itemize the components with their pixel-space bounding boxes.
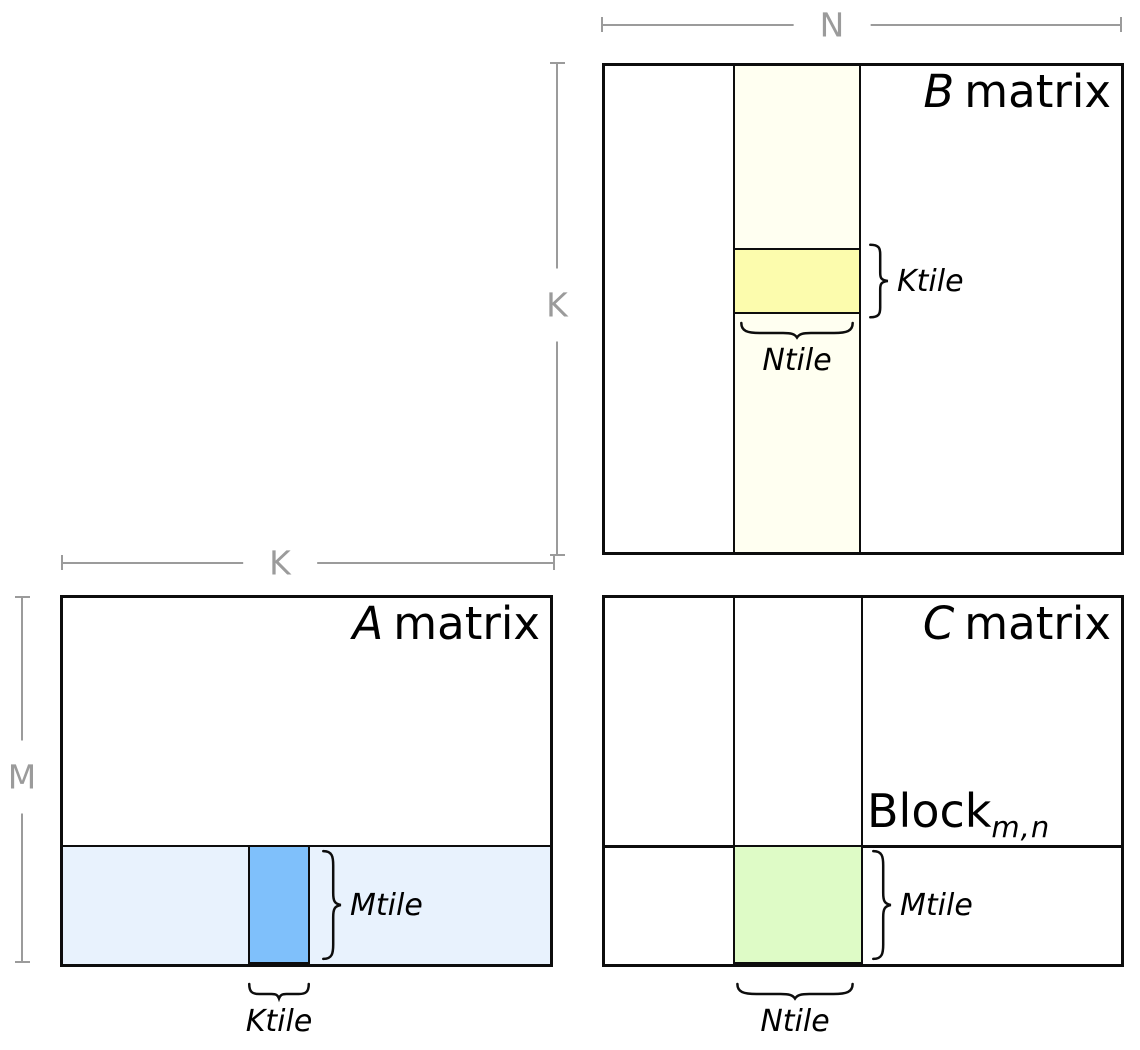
n-dimension-tick-right [1120,17,1122,32]
a-matrix-title-word: matrix [393,597,540,650]
k-dimension-vertical-tick-bottom [550,554,565,556]
b-matrix-title-letter: B [923,65,955,118]
c-ntile-brace [735,983,855,999]
a-mtile-label: Mtile [350,887,423,923]
c-column-line-left [733,598,735,964]
k-dimension-horizontal-tick-left [61,555,63,570]
c-ntile-label: Ntile [760,1004,830,1039]
a-ktile-brace [248,983,310,999]
n-dimension-label: N [793,8,871,42]
c-mtile-label: Mtile [900,887,973,923]
b-ktile-ntile-tile [733,248,861,314]
a-matrix-title-letter: A [352,597,384,650]
c-matrix-title-letter: C [922,597,955,650]
m-dimension-tick-bottom [15,961,30,963]
b-ktile-brace [867,244,889,318]
a-ktile-label: Ktile [245,1004,313,1039]
b-ntile-brace [739,322,855,338]
b-matrix-title-word: matrix [964,65,1111,118]
a-mtile-ktile-tile [248,845,310,964]
c-column-line-right [861,598,863,964]
n-dimension-tick-left [601,17,603,32]
k-dimension-vertical-label: K [542,268,572,342]
b-ntile-label: Ntile [762,343,832,378]
c-mtile-ntile-tile [733,845,863,964]
c-block-label: Blockm,n [867,788,1050,842]
m-dimension-tick-top [15,596,30,598]
k-dimension-horizontal-tick-right [553,555,555,570]
c-matrix-title-word: matrix [964,597,1111,650]
a-mtile-brace [320,850,342,960]
m-dimension-label: M [3,740,41,814]
k-dimension-horizontal-label: K [243,546,317,580]
k-dimension-vertical-tick-top [550,62,565,64]
c-mtile-brace [870,850,892,960]
c-row-line [605,845,1121,848]
c-block-label-subscript: m,n [991,810,1051,844]
b-ktile-label: Ktile [897,263,964,299]
c-block-label-word: Block [867,784,992,838]
